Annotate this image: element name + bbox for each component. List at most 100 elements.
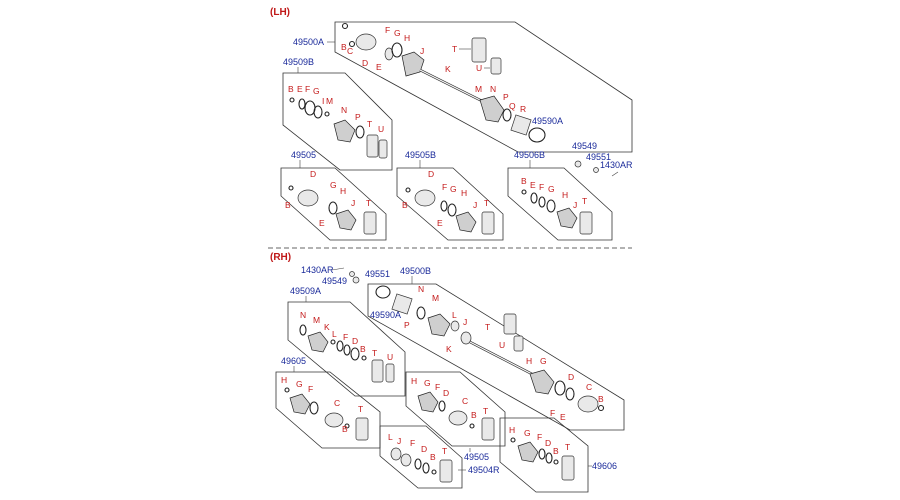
rh-inner-boot — [427, 313, 451, 337]
lh-kit2-letter-e: E — [437, 218, 443, 228]
rh-kit2-d-ring — [422, 462, 430, 474]
rh-kit-letter-d: D — [352, 336, 358, 346]
lh-kit2-boot — [455, 211, 477, 233]
lh-kit3-letter-t: T — [582, 196, 587, 206]
lh-kit2-letter-h: H — [461, 188, 467, 198]
lh-outer-cv-joint-housing — [355, 33, 377, 51]
lh-kit-letter-n: N — [341, 105, 347, 115]
rh-kit-letter-b: B — [360, 344, 366, 354]
lh-outer-clip — [348, 40, 356, 48]
lh-main-letter-r: R — [520, 104, 526, 114]
lh-kit3-clip — [521, 189, 527, 195]
lh-main-shaft-number: 49500A — [293, 37, 324, 47]
rh-kit3-letter-t: T — [565, 442, 570, 452]
lh-kit-letter-t: T — [367, 119, 372, 129]
lh-kit1-boot — [335, 209, 357, 231]
rh-kit1-letter-h: H — [411, 376, 417, 386]
lh-kit-p-ring — [355, 125, 365, 139]
lh-main-letter-b: B — [341, 42, 347, 52]
lh-kit-g-part — [313, 105, 323, 119]
rh-outer-kit-grease — [355, 417, 369, 441]
rh-kit1-letter-d: D — [443, 388, 449, 398]
lh-kit-letter-g: G — [313, 86, 320, 96]
lh-kit3-letter-b: B — [521, 176, 527, 186]
rh-main-letter-g: G — [540, 356, 547, 366]
lh-kit2-letter-f: F — [442, 182, 447, 192]
lh-abs-ring-number: 49590A — [532, 116, 563, 126]
rh-kit2-letter-l: L — [388, 432, 393, 442]
rh-split-pin-number: 1430AR — [301, 265, 334, 275]
rh-kit-f-ring — [343, 344, 351, 356]
rh-inner-clamp — [416, 306, 426, 320]
rh-kit-letter-n: N — [300, 310, 306, 320]
lh-kit3-boot — [556, 207, 578, 229]
lh-inner-joint — [510, 114, 532, 136]
lh-main-letter-c: C — [347, 46, 353, 56]
rh-kit2-b-clip — [431, 469, 437, 475]
lh-kit3-ring-e — [530, 192, 538, 204]
rh-kit-letter-t: T — [372, 348, 377, 358]
rh-kit-49505-number: 49505 — [464, 452, 489, 462]
rh-hub-nut — [352, 276, 360, 284]
rh-main-letter-e: E — [560, 412, 566, 422]
lh-main-letter-u: U — [476, 63, 482, 73]
lh-kit-letter-f: F — [305, 84, 310, 94]
rh-kit-d-ring — [350, 347, 360, 361]
rh-outer-boot — [529, 369, 555, 395]
lh-kit2-letter-b: B — [402, 200, 408, 210]
lh-main-letter-g: G — [394, 28, 401, 38]
rh-grease-pack-t — [503, 313, 517, 335]
lh-kit2-ring-g — [447, 203, 457, 217]
rh-washer — [349, 271, 355, 277]
rh-outer-bearing — [565, 387, 575, 401]
lh-kit-letter-m: M — [326, 96, 333, 106]
rh-kit-n-ring — [299, 324, 307, 336]
lh-kit1-clip — [288, 185, 294, 191]
lh-kit1-letter-h: H — [340, 186, 346, 196]
rh-outer-kit-letter-b: B — [342, 424, 348, 434]
rh-kit2-letter-d: D — [421, 444, 427, 454]
rh-outer-kit-b-clip — [344, 423, 350, 429]
rh-main-letter-p: P — [404, 320, 410, 330]
rh-abs-ring-number: 49590A — [370, 310, 401, 320]
rh-kit1-boot — [417, 391, 439, 413]
rh-kit3-grease — [561, 455, 575, 481]
lh-main-letter-m: M — [475, 84, 482, 94]
rh-outer-kit-h-clip — [284, 387, 290, 393]
lh-inner-joint-kit-frame — [282, 72, 393, 171]
rh-kit3-letter-b: B — [553, 446, 559, 456]
rh-main-letter-f: F — [550, 408, 555, 418]
lh-main-letter-t: T — [452, 44, 457, 54]
lh-main-letter-p: P — [503, 92, 509, 102]
rh-main-letter-d: D — [568, 372, 574, 382]
lh-abs-tone-ring — [528, 127, 546, 143]
lh-kit3-letter-e: E — [530, 180, 536, 190]
rh-kit-u-pack — [385, 363, 395, 383]
rh-main-letter-j: J — [463, 317, 467, 327]
lh-kit2-letter-d: D — [428, 169, 434, 179]
lh-outer-clamp — [391, 42, 403, 58]
rh-kit1-letter-b: B — [471, 410, 477, 420]
rh-kit-letter-k: K — [324, 322, 330, 332]
rh-outer-kit-letter-h: H — [281, 375, 287, 385]
lh-kit1-letter-j: J — [351, 198, 355, 208]
lh-outer-cap — [341, 22, 349, 30]
rh-outer-kit-letter-t: T — [358, 404, 363, 414]
rh-kit-t-pack — [371, 359, 384, 383]
rh-main-letter-u: U — [499, 340, 505, 350]
lh-kit-49506b-number: 49506B — [514, 150, 545, 160]
lh-washer-number: 49551 — [586, 152, 611, 162]
rh-kit3-h-clip — [510, 437, 516, 443]
lh-kit-b-part — [289, 97, 295, 103]
lh-kit3-letter-h: H — [562, 190, 568, 200]
lh-main-letter-q: Q — [509, 101, 516, 111]
rh-inner-joint — [391, 293, 413, 315]
lh-kit-letter-e: E — [297, 84, 303, 94]
lh-kit2-letter-j: J — [473, 200, 477, 210]
lh-kit1-letter-g: G — [330, 180, 337, 190]
lh-main-letter-d: D — [362, 58, 368, 68]
lh-split-pin — [611, 171, 619, 177]
rh-kit1-letter-f: F — [435, 382, 440, 392]
lh-washer — [593, 167, 599, 173]
